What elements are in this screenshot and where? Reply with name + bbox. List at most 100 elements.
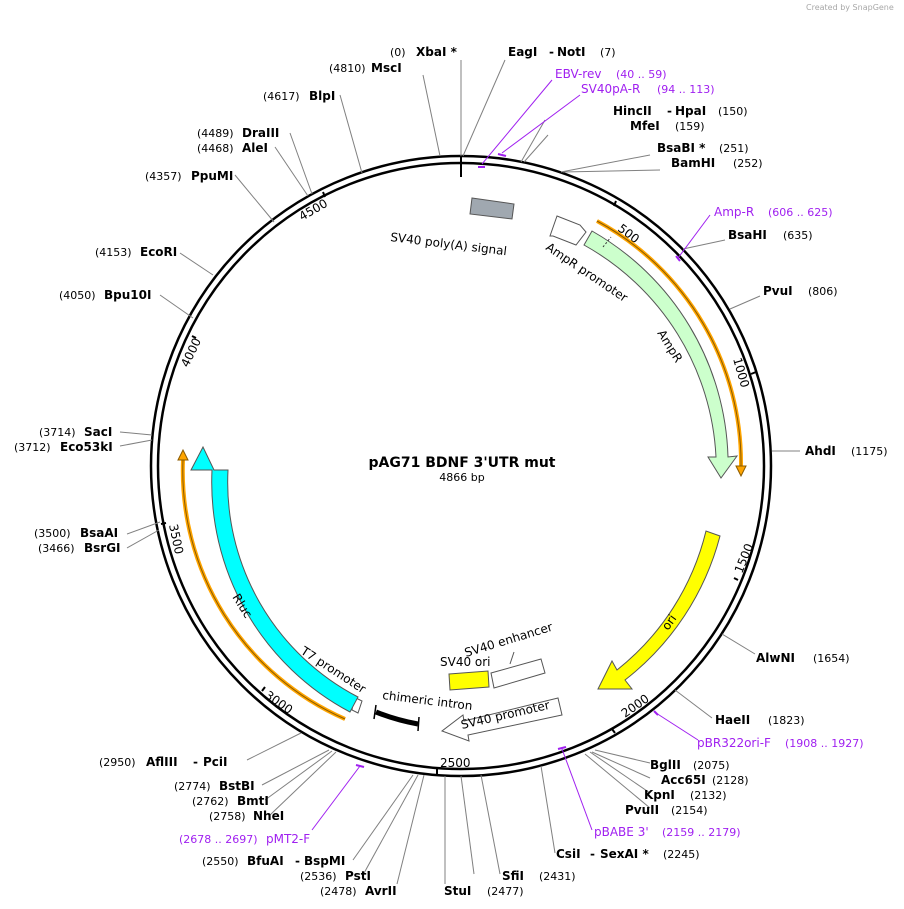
site-name-acc65i[interactable]: Acc65I bbox=[661, 773, 706, 787]
sv40-enhancer-label: SV40 enhancer bbox=[463, 620, 555, 660]
site-name-bsaai[interactable]: BsaAI bbox=[80, 526, 118, 540]
site-name-bfuai[interactable]: BfuAI bbox=[247, 854, 284, 868]
site-pos-stui: (2477) bbox=[487, 885, 524, 898]
site-name-bstbi[interactable]: BstBI bbox=[219, 779, 255, 793]
primer-name-amp-r[interactable]: Amp-R bbox=[714, 205, 754, 219]
primer-mark-amp-r bbox=[675, 255, 681, 262]
primer-range-pbr322ori-f: (1908 .. 1927) bbox=[785, 737, 864, 750]
site-name-msci[interactable]: MscI bbox=[371, 61, 402, 75]
primer-connectors bbox=[311, 79, 711, 831]
primer-name-ebv-rev[interactable]: EBV-rev bbox=[555, 67, 601, 81]
sv40-polya-signal-label: SV40 poly(A) signal bbox=[390, 230, 508, 258]
site-name-bsahi[interactable]: BsaHI bbox=[728, 228, 767, 242]
primer-name-sv40pa-r[interactable]: SV40pA-R bbox=[581, 82, 640, 96]
site-name-sfii[interactable]: SfiI bbox=[502, 869, 524, 883]
ampr-orf-arrow bbox=[735, 465, 747, 478]
site-name-avrii[interactable]: AvrII bbox=[365, 884, 397, 898]
site-name-bsrgi[interactable]: BsrGI bbox=[84, 541, 121, 555]
site-name-psti[interactable]: PstI bbox=[345, 869, 371, 883]
site-name-csii[interactable]: CsiI bbox=[556, 847, 581, 861]
tick-label-2500: 2500 bbox=[440, 756, 471, 770]
primer-name-pbabe3[interactable]: pBABE 3' bbox=[594, 825, 649, 839]
tick-mark-2000 bbox=[611, 728, 616, 734]
site-pos-bsaai: (3500) bbox=[34, 527, 71, 540]
site-name-xbai[interactable]: XbaI * bbox=[416, 45, 458, 59]
site-pos-afliii: (2950) bbox=[99, 756, 136, 769]
ori-feature[interactable] bbox=[597, 530, 721, 690]
site-pos-csii-sexai: (2245) bbox=[663, 848, 700, 861]
site-name-bmti[interactable]: BmtI bbox=[237, 794, 269, 808]
plasmid-name: pAG71 BDNF 3'UTR mut bbox=[369, 455, 556, 471]
site-name-hpai[interactable]: HpaI bbox=[675, 104, 706, 118]
site-name-draiii[interactable]: DraIII bbox=[242, 126, 279, 140]
tick-label-3500: 3500 bbox=[166, 523, 186, 556]
site-name-noti[interactable]: NotI bbox=[557, 45, 586, 59]
site-name-blpi[interactable]: BlpI bbox=[309, 89, 335, 103]
tick-mark-500 bbox=[613, 200, 617, 207]
ampr-promoter-feature[interactable] bbox=[549, 215, 587, 246]
rluc-orf-arrow bbox=[177, 448, 189, 461]
site-name-eco53ki[interactable]: Eco53kI bbox=[60, 440, 113, 454]
site-name-pcii[interactable]: PciI bbox=[203, 755, 228, 769]
sv40-enhancer-connector bbox=[509, 651, 515, 665]
sv40-ori-label: SV40 ori bbox=[440, 655, 491, 669]
site-name-haeii[interactable]: HaeII bbox=[715, 713, 750, 727]
primer-name-pmt2-f[interactable]: pMT2-F bbox=[266, 832, 310, 846]
primer-mark-pbabe3 bbox=[557, 746, 567, 750]
site-name-pvui[interactable]: PvuI bbox=[763, 284, 793, 298]
site-pos-pvuii: (2154) bbox=[671, 804, 708, 817]
site-name-saci[interactable]: SacI bbox=[84, 425, 112, 439]
site-name-bamhi[interactable]: BamHI bbox=[671, 156, 715, 170]
site-name-ppumi[interactable]: PpuMI bbox=[191, 169, 233, 183]
primer-name-pbr322ori-f[interactable]: pBR322ori-F bbox=[697, 736, 771, 750]
site-pos-hincii-hpai: (150) bbox=[718, 105, 748, 118]
site-name-eagi[interactable]: EagI bbox=[508, 45, 537, 59]
site-pos-saci: (3714) bbox=[39, 426, 76, 439]
site-pos-avrii: (2478) bbox=[320, 885, 357, 898]
rluc-feature[interactable] bbox=[190, 445, 359, 713]
sv40-enhancer-feature[interactable] bbox=[490, 658, 546, 689]
site-name-kpni[interactable]: KpnI bbox=[644, 788, 675, 802]
chimeric-intron-feature[interactable] bbox=[375, 709, 419, 727]
site-dash-hincii: - bbox=[667, 104, 672, 118]
site-name-afliii[interactable]: AflIII bbox=[146, 755, 178, 769]
snapgene-watermark: Created by SnapGene bbox=[806, 3, 894, 12]
tick-mark-3500 bbox=[160, 522, 167, 525]
sv40-ori-feature[interactable] bbox=[448, 670, 490, 691]
ampr-orf-line-core bbox=[596, 220, 742, 467]
site-name-bpu10i[interactable]: Bpu10I bbox=[104, 288, 151, 302]
site-connectors bbox=[119, 59, 800, 885]
tick-mark-4500 bbox=[322, 191, 326, 198]
site-pos-sfii: (2431) bbox=[539, 870, 576, 883]
site-pos-ecori: (4153) bbox=[95, 246, 132, 259]
sv40-polya-signal-feature[interactable] bbox=[469, 197, 515, 220]
site-pos-bsrgi: (3466) bbox=[38, 542, 75, 555]
site-name-pvuii[interactable]: PvuII bbox=[625, 803, 659, 817]
site-name-ahdi[interactable]: AhdI bbox=[805, 444, 836, 458]
site-pos-acc65i: (2128) bbox=[712, 774, 749, 787]
site-name-bspmi[interactable]: BspMI bbox=[304, 854, 345, 868]
site-pos-bstbi: (2774) bbox=[174, 780, 211, 793]
site-dash-afliii: - bbox=[193, 755, 198, 769]
site-name-mfei[interactable]: MfeI bbox=[630, 119, 660, 133]
sv40-promoter-feature[interactable] bbox=[440, 697, 563, 742]
site-name-alei[interactable]: AleI bbox=[242, 141, 268, 155]
site-name-bglii[interactable]: BglII bbox=[650, 758, 681, 772]
site-name-stui[interactable]: StuI bbox=[444, 884, 471, 898]
site-pos-bglii: (2075) bbox=[693, 759, 730, 772]
tick-mark-3000 bbox=[261, 686, 266, 692]
site-name-sexai[interactable]: SexAI * bbox=[600, 847, 649, 861]
site-pos-haeii: (1823) bbox=[768, 714, 805, 727]
rluc-orf-line-core bbox=[182, 459, 346, 720]
site-name-hincii[interactable]: HincII bbox=[613, 104, 652, 118]
site-pos-alei: (4468) bbox=[197, 142, 234, 155]
site-pos-bamhi: (252) bbox=[733, 157, 763, 170]
site-name-alwni[interactable]: AlwNI bbox=[756, 651, 795, 665]
site-name-bsabi[interactable]: BsaBI * bbox=[657, 141, 706, 155]
site-pos-bsahi: (635) bbox=[783, 229, 813, 242]
site-pos-ppumi: (4357) bbox=[145, 170, 182, 183]
site-name-ecori[interactable]: EcoRI bbox=[140, 245, 177, 259]
ampr-feature[interactable] bbox=[583, 230, 739, 479]
site-name-nhei[interactable]: NheI bbox=[253, 809, 284, 823]
